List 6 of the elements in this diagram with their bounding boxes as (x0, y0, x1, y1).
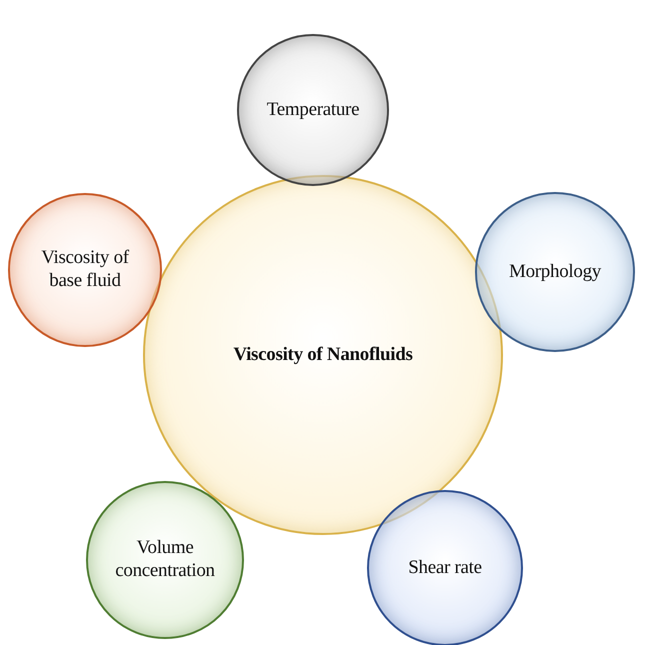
node-label: Temperature (266, 98, 360, 122)
node-label: Volume concentration (114, 537, 216, 583)
node-label: Morphology (508, 260, 601, 284)
node-label: Viscosity of Nanofluids (233, 344, 413, 366)
node-label: Shear rate (408, 556, 482, 580)
node-label: Viscosity of base fluid (40, 247, 130, 293)
